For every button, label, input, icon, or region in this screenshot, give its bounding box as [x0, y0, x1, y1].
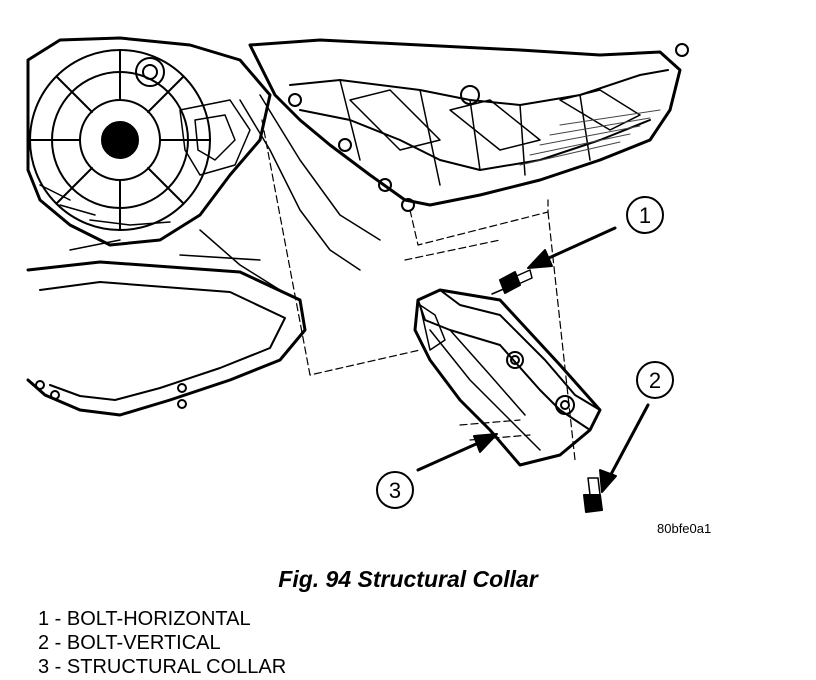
callout-1 — [626, 196, 664, 234]
figure-caption: Fig. 94 Structural Collar — [278, 566, 538, 592]
callout-2-number: 2 — [649, 368, 661, 393]
bolt-horizontal — [491, 269, 533, 295]
engine-oil-pan — [248, 38, 689, 212]
legend-item: 3 - STRUCTURAL COLLAR — [38, 656, 287, 678]
legend-item: 1 - BOLT-HORIZONTAL — [38, 608, 251, 630]
parts-legend: 1 - BOLT-HORIZONTAL 2 - BOLT-VERTICAL 3 … — [38, 607, 286, 679]
image-code: 80bfe0a1 — [657, 521, 712, 536]
transmission-oil-pan — [26, 239, 307, 417]
bolt-vertical — [583, 477, 603, 513]
callout-3-number: 3 — [389, 478, 401, 503]
structural-collar — [413, 288, 602, 467]
callout-3 — [376, 471, 414, 509]
callout-1-number: 1 — [639, 203, 651, 228]
alignment-lines — [261, 119, 576, 461]
legend-item: 2 - BOLT-VERTICAL — [38, 632, 221, 654]
housing-linkage — [199, 94, 381, 291]
technical-illustration: 1 2 3 — [26, 36, 689, 513]
leader-arrows — [416, 226, 650, 493]
callout-2 — [636, 361, 674, 399]
transmission-housing — [26, 36, 272, 247]
